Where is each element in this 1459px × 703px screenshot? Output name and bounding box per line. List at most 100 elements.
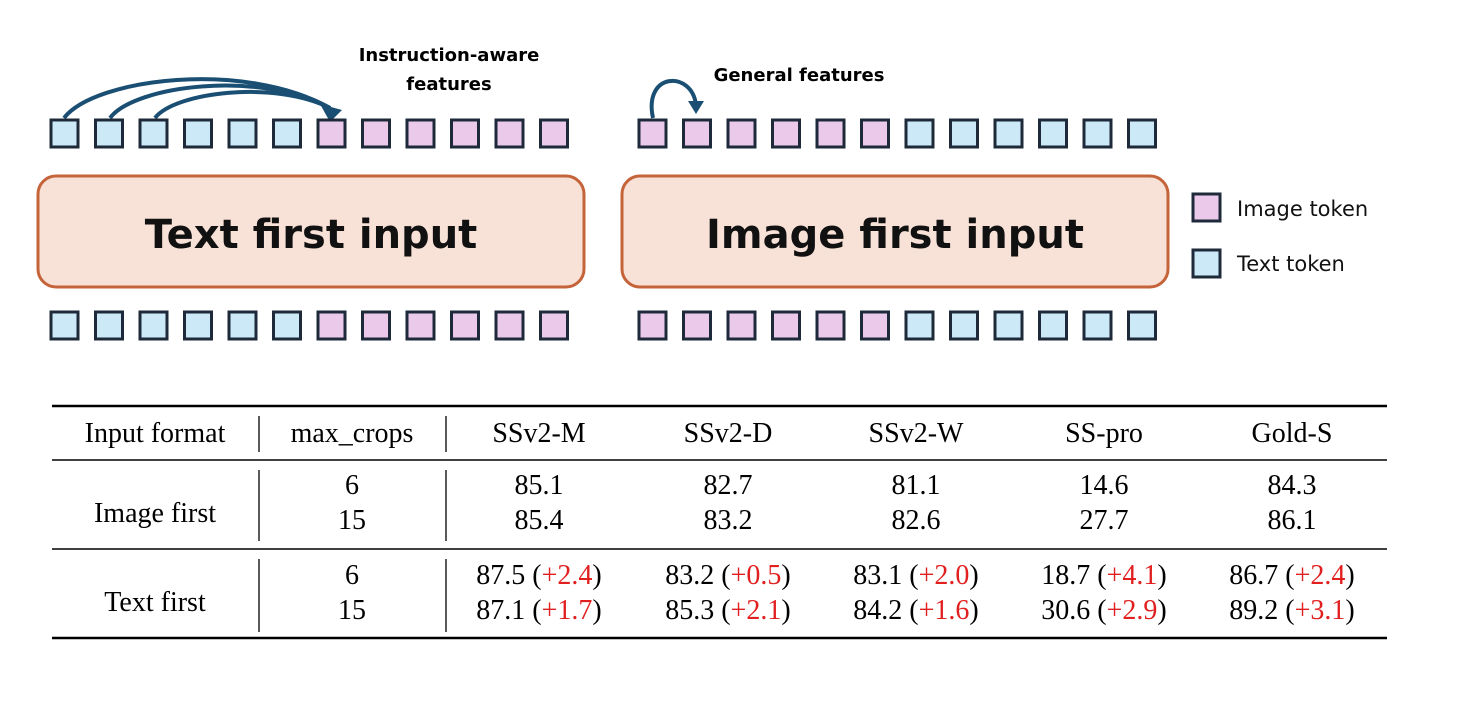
cell-value-with-delta: 30.6 (+2.9) bbox=[1041, 595, 1166, 626]
cell-value: 85.4 bbox=[515, 505, 564, 536]
instruction-aware-label-line2: features bbox=[406, 74, 491, 95]
arrow-from-token-3 bbox=[153, 89, 331, 120]
image-token bbox=[860, 118, 890, 149]
results-table: Input format max_crops SSv2-M SSv2-D SSv… bbox=[52, 404, 1387, 640]
cell-value: 86.7 ( bbox=[1229, 560, 1294, 591]
cell-delta: +3.1 bbox=[1295, 595, 1346, 626]
legend-image-token-swatch bbox=[1191, 192, 1222, 223]
cell-value: 86.1 bbox=[1268, 505, 1317, 536]
legend-image-token-label: Image token bbox=[1237, 197, 1368, 221]
image-token bbox=[316, 118, 347, 149]
image-token bbox=[860, 310, 890, 341]
cell-value-with-delta: 84.2 (+1.6) bbox=[853, 595, 978, 626]
cell-delta: +2.4 bbox=[1295, 560, 1346, 591]
legend: Image token Text token bbox=[1191, 192, 1368, 279]
text-token bbox=[272, 118, 302, 149]
cell-delta: +2.1 bbox=[731, 595, 782, 626]
text-token bbox=[1038, 118, 1068, 149]
text-token bbox=[949, 310, 979, 341]
legend-text-token-swatch bbox=[1191, 248, 1222, 279]
image-token bbox=[405, 310, 436, 341]
image-token bbox=[815, 310, 846, 341]
cell-value: 82.6 bbox=[892, 505, 941, 536]
image-token bbox=[450, 118, 480, 149]
text-token bbox=[993, 118, 1024, 149]
image-token bbox=[726, 118, 757, 149]
image-token bbox=[405, 118, 436, 149]
cell-value: 83.1 ( bbox=[853, 560, 918, 591]
instruction-aware-label: Instruction-aware bbox=[359, 45, 540, 66]
image-token bbox=[494, 118, 525, 149]
cell-value: 27.7 bbox=[1080, 505, 1129, 536]
table-header: Input format max_crops SSv2-M SSv2-D SSv… bbox=[85, 418, 1333, 449]
cell-value: 84.3 bbox=[1268, 470, 1317, 501]
left-panel: Instruction-aware features Text first in… bbox=[36, 45, 586, 341]
cell-max-crops: 15 bbox=[338, 505, 366, 536]
text-first-value-cells: 87.5 (+2.4)83.2 (+0.5)83.1 (+2.0)18.7 (+… bbox=[476, 560, 1354, 626]
image-token bbox=[726, 310, 757, 341]
text-token bbox=[227, 310, 258, 341]
cell-delta: +4.1 bbox=[1107, 560, 1158, 591]
cell-value: 87.5 ( bbox=[476, 560, 541, 591]
arrow-from-token-2 bbox=[108, 83, 331, 120]
arrow-head bbox=[688, 101, 704, 114]
cell-delta: +2.9 bbox=[1107, 595, 1158, 626]
text-token bbox=[1082, 118, 1113, 149]
image-token bbox=[539, 118, 569, 149]
group-label-text-first: Text first bbox=[104, 587, 206, 618]
image-token bbox=[539, 310, 569, 341]
text-first-box-label: Text first input bbox=[145, 212, 478, 258]
cell-value: 85.1 bbox=[515, 470, 564, 501]
group-text-first: Text first 6 15 87.5 (+2.4)83.2 (+0.5)83… bbox=[104, 560, 1354, 626]
cell-value: 81.1 bbox=[892, 470, 941, 501]
image-token bbox=[682, 310, 712, 341]
cell-value-with-delta: 86.7 (+2.4) bbox=[1229, 560, 1354, 591]
text-token bbox=[49, 118, 80, 149]
header-ss-pro: SS-pro bbox=[1065, 418, 1143, 449]
image-first-box-label: Image first input bbox=[706, 212, 1084, 258]
text-token bbox=[49, 310, 80, 341]
cell-max-crops: 6 bbox=[345, 470, 359, 501]
text-token bbox=[272, 310, 302, 341]
image-token bbox=[771, 118, 801, 149]
image-token bbox=[316, 310, 347, 341]
header-input-format: Input format bbox=[85, 418, 226, 449]
general-features-label: General features bbox=[714, 65, 885, 86]
general-features-arrow bbox=[649, 79, 704, 119]
left-bottom-token-row bbox=[49, 310, 569, 341]
cell-delta: +0.5 bbox=[731, 560, 782, 591]
arrow-head bbox=[320, 104, 342, 122]
text-token bbox=[227, 118, 258, 149]
right-top-token-row bbox=[637, 118, 1157, 149]
right-bottom-token-row bbox=[637, 310, 1157, 341]
cell-value: 85.3 ( bbox=[665, 595, 730, 626]
text-first-box bbox=[36, 174, 586, 289]
text-token bbox=[1127, 310, 1157, 341]
image-token bbox=[682, 118, 712, 149]
cell-delta: +2.4 bbox=[542, 560, 593, 591]
cell-delta: +1.6 bbox=[919, 595, 970, 626]
instruction-aware-arrows bbox=[62, 77, 342, 122]
cell-value: 83.2 bbox=[704, 505, 753, 536]
text-token bbox=[94, 118, 124, 149]
cell-value-with-delta: 89.2 (+3.1) bbox=[1229, 595, 1354, 626]
cell-value: 30.6 ( bbox=[1041, 595, 1106, 626]
text-token bbox=[1038, 310, 1068, 341]
text-token bbox=[904, 118, 935, 149]
image-token bbox=[815, 118, 846, 149]
image-token bbox=[361, 310, 391, 341]
text-token bbox=[949, 118, 979, 149]
legend-text-token-label: Text token bbox=[1236, 252, 1345, 276]
header-ssv2-d: SSv2-D bbox=[684, 418, 773, 449]
image-token bbox=[637, 118, 668, 149]
header-gold-s: Gold-S bbox=[1252, 418, 1333, 449]
cell-value: 82.7 bbox=[704, 470, 753, 501]
image-token bbox=[637, 310, 668, 341]
text-token bbox=[904, 310, 935, 341]
header-ssv2-m: SSv2-M bbox=[492, 418, 585, 449]
cell-delta: +1.7 bbox=[542, 595, 593, 626]
cell-value-with-delta: 83.1 (+2.0) bbox=[853, 560, 978, 591]
image-first-box bbox=[620, 174, 1170, 289]
header-max-crops: max_crops bbox=[291, 418, 414, 449]
